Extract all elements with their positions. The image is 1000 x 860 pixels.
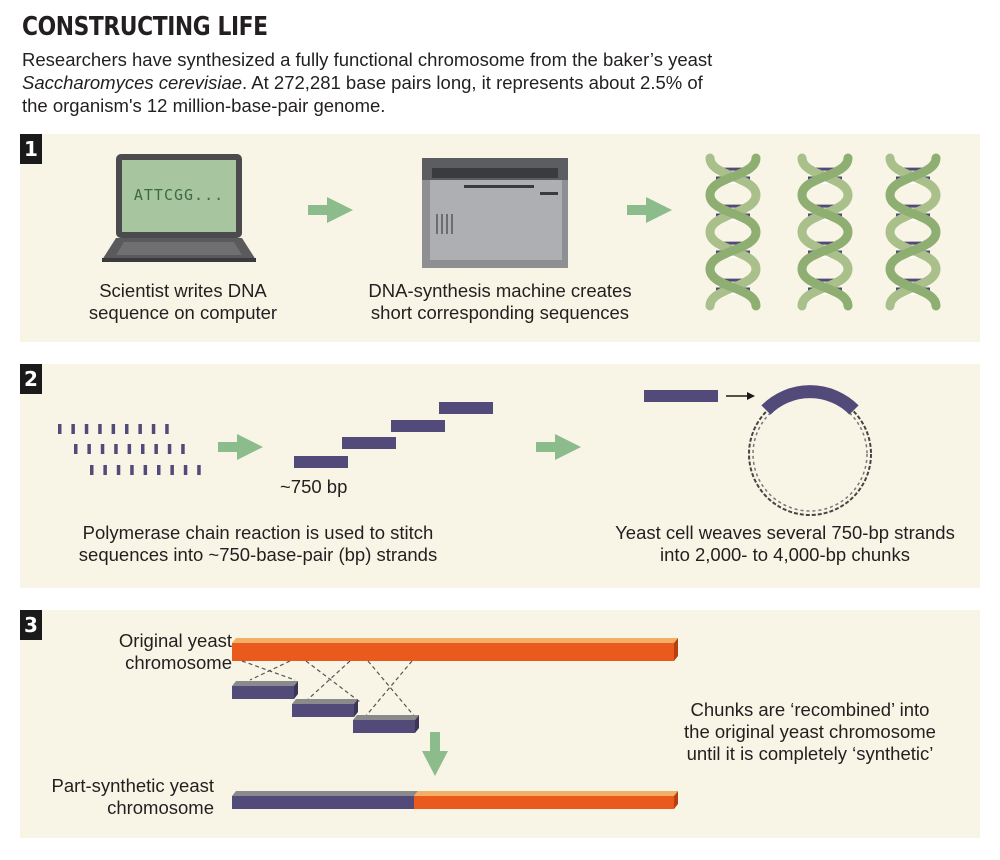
short-sequence (157, 465, 161, 475)
intro-line-2: . At 272,281 base pairs long, it represe… (242, 72, 703, 93)
intro-text: Researchers have synthesized a fully fun… (22, 48, 842, 117)
part-synthetic-chromosome-bar (232, 791, 678, 809)
recombination-caption-line-3: until it is completely ‘synthetic’ (686, 743, 934, 764)
pcr-caption-line-1: Polymerase chain reaction is used to sti… (82, 522, 434, 543)
recombination-caption: Chunks are ‘recombined’ into the origina… (660, 699, 960, 765)
short-sequence (125, 424, 129, 434)
yeast-caption: Yeast cell weaves several 750-bp strands… (580, 522, 990, 566)
arrow-right-icon (627, 197, 672, 223)
recombination-caption-line-2: the original yeast chromosome (684, 721, 936, 742)
original-label-line-1: Original yeast (118, 630, 232, 651)
machine-caption-line-1: DNA-synthesis machine creates (368, 280, 632, 301)
original-chromosome-label: Original yeast chromosome (40, 630, 232, 674)
fragment-size-label: ~750 bp (280, 476, 348, 497)
machine-caption-line-2: short corresponding sequences (370, 302, 630, 323)
short-sequence (87, 444, 91, 454)
step-1-number: 1 (20, 134, 42, 164)
dna-helix-icon (797, 153, 853, 311)
original-chromosome-bar (232, 638, 678, 661)
short-sequence (154, 444, 158, 454)
short-sequence (127, 444, 132, 454)
step-3-art (232, 638, 678, 809)
species-name: Saccharomyces cerevisiae (22, 72, 243, 93)
dna-helix-icon (885, 153, 941, 311)
short-sequence (58, 424, 62, 434)
short-sequence (114, 444, 118, 454)
short-sequence (197, 465, 201, 475)
page-title: CONSTRUCTING LIFE (22, 12, 268, 42)
short-sequence (141, 444, 145, 454)
arrow-right-icon (308, 197, 353, 223)
yeast-caption-line-2: into 2,000- to 4,000-bp chunks (660, 544, 910, 565)
step-2-panel: 2 ~750 bp Polyme (20, 364, 980, 588)
step-2-art (58, 385, 872, 516)
laptop-screen-text: ATTCGG... (134, 186, 224, 204)
short-sequence (167, 444, 172, 454)
short-sequence (100, 444, 105, 454)
arrow-right-icon (218, 434, 263, 460)
stitched-strands (294, 402, 493, 468)
synthetic-chunk (292, 699, 358, 717)
computer-caption: Scientist writes DNA sequence on compute… (68, 280, 298, 324)
synthetic-chunks (232, 681, 419, 733)
part-synthetic-label-line-1: Part-synthetic yeast (51, 775, 214, 796)
short-sequence (74, 444, 78, 454)
short-sequence (90, 465, 94, 475)
synthetic-chunk (353, 715, 419, 733)
machine-caption: DNA-synthesis machine creates short corr… (350, 280, 650, 324)
yeast-caption-line-1: Yeast cell weaves several 750-bp strands (615, 522, 955, 543)
short-sequence (181, 444, 185, 454)
short-sequence (165, 424, 169, 434)
pcr-caption: Polymerase chain reaction is used to sti… (48, 522, 468, 566)
synthesis-machine-icon (422, 158, 568, 268)
intro-line-1: Researchers have synthesized a fully fun… (22, 49, 713, 70)
short-sequence (103, 465, 107, 475)
short-sequences (58, 424, 201, 475)
computer-caption-line-1: Scientist writes DNA (99, 280, 267, 301)
arrow-right-icon (536, 434, 581, 460)
incoming-strand (644, 390, 718, 402)
recombination-lines (241, 660, 416, 718)
step-3-panel: 3 (20, 610, 980, 838)
short-sequence (111, 424, 116, 434)
dna-helix-icon (705, 153, 761, 311)
circular-plasmid-icon (748, 385, 872, 516)
pcr-caption-line-2: sequences into ~750-base-pair (bp) stran… (78, 544, 438, 565)
step-2-number: 2 (20, 364, 42, 394)
short-sequence (71, 424, 75, 434)
step-3-number: 3 (20, 610, 42, 640)
part-synthetic-label-line-2: chromosome (107, 797, 214, 818)
short-sequence (98, 424, 102, 434)
computer-caption-line-2: sequence on computer (88, 302, 278, 323)
short-sequence (116, 465, 121, 475)
short-sequence (183, 465, 188, 475)
intro-line-3: the organism's 12 million-base-pair geno… (22, 95, 386, 116)
step-1-panel: 1 ATTCGG... (20, 134, 980, 342)
short-sequence (143, 465, 148, 475)
short-sequence (151, 424, 156, 434)
arrow-down-icon (422, 732, 448, 776)
short-sequence (138, 424, 142, 434)
recombination-caption-line-1: Chunks are ‘recombined’ into (690, 699, 930, 720)
laptop-icon: ATTCGG... (102, 154, 256, 262)
short-sequence (130, 465, 134, 475)
synthetic-chunk (232, 681, 298, 699)
arrow-right-icon (726, 392, 755, 400)
part-synthetic-chromosome-label: Part-synthetic yeast chromosome (20, 775, 214, 819)
short-sequence (170, 465, 174, 475)
step-1-art: ATTCGG... (102, 153, 941, 311)
original-label-line-2: chromosome (125, 652, 232, 673)
short-sequence (84, 424, 89, 434)
